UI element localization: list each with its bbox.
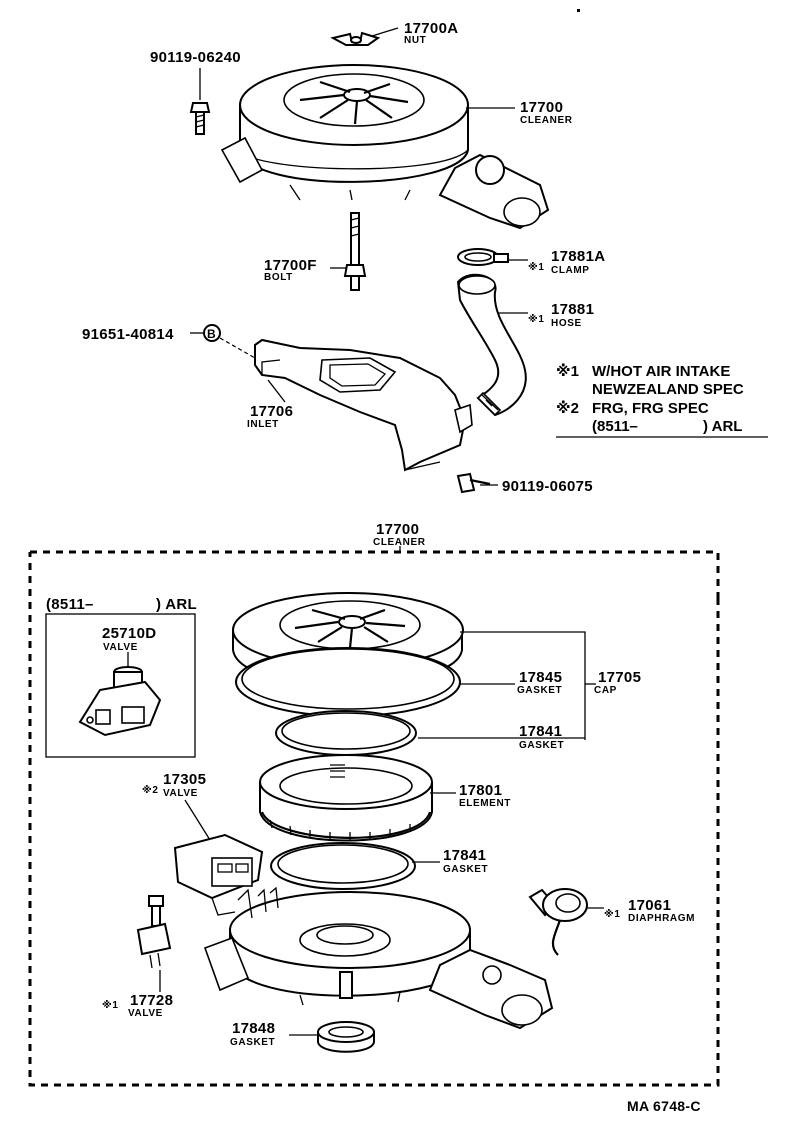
diagram-code: MA 6748-C [627,1098,701,1114]
nut-leader [371,27,399,37]
clamp-mark: ※1 [528,261,544,273]
hose-number: 17881 [551,301,594,318]
note1-line1: W/HOT AIR INTAKE [592,363,730,380]
gasket2-label: GASKET [519,740,564,751]
gasket1-label: GASKET [517,685,562,696]
diaphragm-mark: ※1 [604,908,620,920]
valve1-number: 17728 [130,992,173,1009]
plug-symbol: B [207,327,216,341]
element-number: 17801 [459,782,502,799]
clamp-drawing [457,248,509,266]
gasket-17841-lower-drawing [270,842,416,890]
inlet-drawing [254,338,473,472]
clamp-label: CLAMP [551,265,590,276]
note2-line2-start: (8511– [592,418,638,435]
cap-number: 17705 [598,669,641,686]
note2-line1: FRG, FRG SPEC [592,400,709,417]
hose-label: HOSE [551,318,582,329]
gasket-17845-drawing [235,647,461,717]
cleaner-top-number: 17700 [520,99,563,116]
nut-number: 17700A [404,20,458,37]
inset-box [45,613,196,758]
hose-drawing [456,273,527,417]
valve2-label: VALVE [163,788,198,799]
cap-label: CAP [594,685,617,696]
note2-mark: ※2 [556,399,579,417]
inset-valve-drawing [78,666,162,737]
assembly-dashed-frame [28,550,720,1087]
gasket-17848-drawing [317,1021,375,1053]
clamp-number: 17881A [551,248,605,265]
gasket2-number: 17841 [519,723,562,740]
inset-title-end: ) ARL [156,596,197,613]
gasket1-number: 17845 [519,669,562,686]
corner-mark [577,9,580,12]
valve2-leader [184,799,211,841]
diaphragm-label: DIAPHRAGM [628,913,695,924]
wing-nut-drawing [330,31,381,46]
small-bolt-drawing [456,472,491,494]
plug-dashed-leader [219,337,256,359]
bolt2-number: 90119-06075 [502,478,593,495]
plug-number: 91651-40814 [82,326,174,343]
valve1-drawing [136,895,172,969]
gasket-17841-upper-drawing [275,710,417,756]
gasket4-label: GASKET [230,1037,275,1048]
gasket3-number: 17841 [443,847,486,864]
element-label: ELEMENT [459,798,511,809]
gasket4-number: 17848 [232,1020,275,1037]
valve2-mark: ※2 [142,784,158,796]
valve1-mark: ※1 [102,999,118,1011]
cap-drawing [232,592,464,686]
valve2-number: 17305 [163,771,206,788]
assembly-number: 17700 [376,521,419,538]
screw-number: 90119-06240 [150,49,241,66]
element-drawing [259,754,433,842]
valve1-label: VALVE [128,1008,163,1019]
diaphragm-number: 17061 [628,897,671,914]
screw-drawing [189,102,211,135]
assembly-label: CLEANER [373,537,426,548]
inlet-label: INLET [247,419,279,430]
note1-line2: NEWZEALAND SPEC [592,381,744,398]
spec-notes: ※1 W/HOT AIR INTAKE NEWZEALAND SPEC ※2 F… [556,362,768,438]
inset-valve-label: VALVE [103,642,138,653]
valve2-drawing [173,833,264,916]
cap-bracket [460,631,586,740]
bolt-number: 17700F [264,257,317,274]
cleaner-top-drawing [220,64,550,230]
inset-title-start: (8511– [46,596,94,613]
hose-mark: ※1 [528,313,544,325]
long-bolt-drawing [343,212,367,291]
gasket3-label: GASKET [443,864,488,875]
inset-valve-number: 25710D [102,625,156,642]
note1-mark: ※1 [556,362,579,380]
nut-label: NUT [404,35,426,46]
bolt-label: BOLT [264,272,293,283]
inlet-number: 17706 [250,403,293,420]
cleaner-top-label: CLEANER [520,115,573,126]
plug-symbol-circle [203,324,221,342]
inlet-leader [267,379,286,403]
note2-line2-end: ) ARL [703,418,742,435]
diaphragm-drawing [528,888,588,956]
case-base-drawing [203,886,554,1030]
